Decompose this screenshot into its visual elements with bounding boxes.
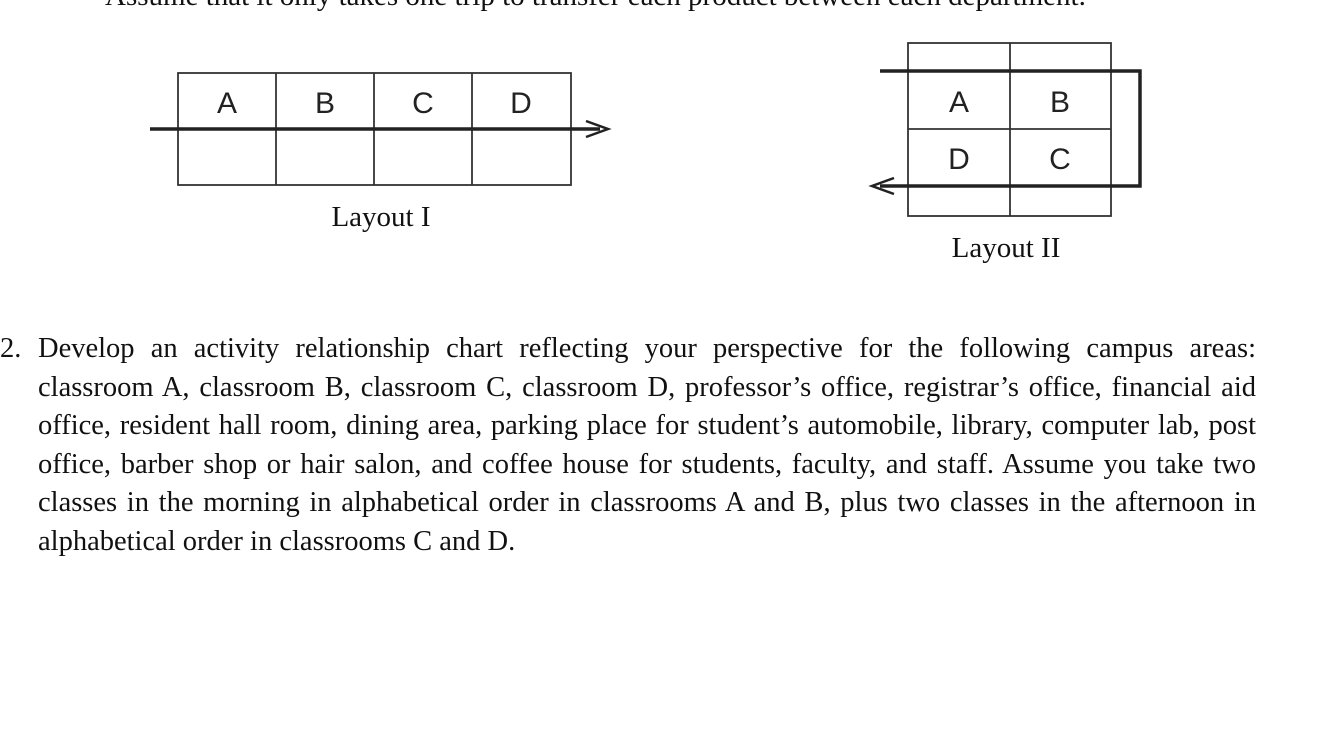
layout-ii-arrow-head [868,176,895,196]
layout-ii-cell-b: B [1050,86,1070,119]
layout-i-figure: A B C D Layout I [150,72,612,233]
cut-off-previous-line: Assume that it only takes one trip to tr… [105,0,1305,11]
layout-i-cell-a: A [217,87,237,120]
layout-ii-cell-a: A [949,86,969,119]
layout-diagram: A B C D Layout I A B D C Layout II [150,42,1142,264]
layout-ii-figure: A B D C Layout II [868,42,1142,264]
layout-ii-cell-d: D [948,143,970,176]
question-text: Develop an activity relationship chart r… [38,333,1256,557]
layout-i-cell-b: B [315,87,335,120]
question-2: 2. Develop an activity relationship char… [0,330,1256,561]
layout-i-cell-d: D [510,87,532,120]
question-number: 2. [0,333,22,364]
layout-ii-cell-c: C [1049,143,1071,176]
layout-ii-flow-line [880,69,1142,188]
layout-ii-caption: Layout II [952,232,1061,264]
layout-i-caption: Layout I [331,201,430,233]
layout-i-arrow-head [585,119,612,139]
layout-i-cell-c: C [412,87,434,120]
